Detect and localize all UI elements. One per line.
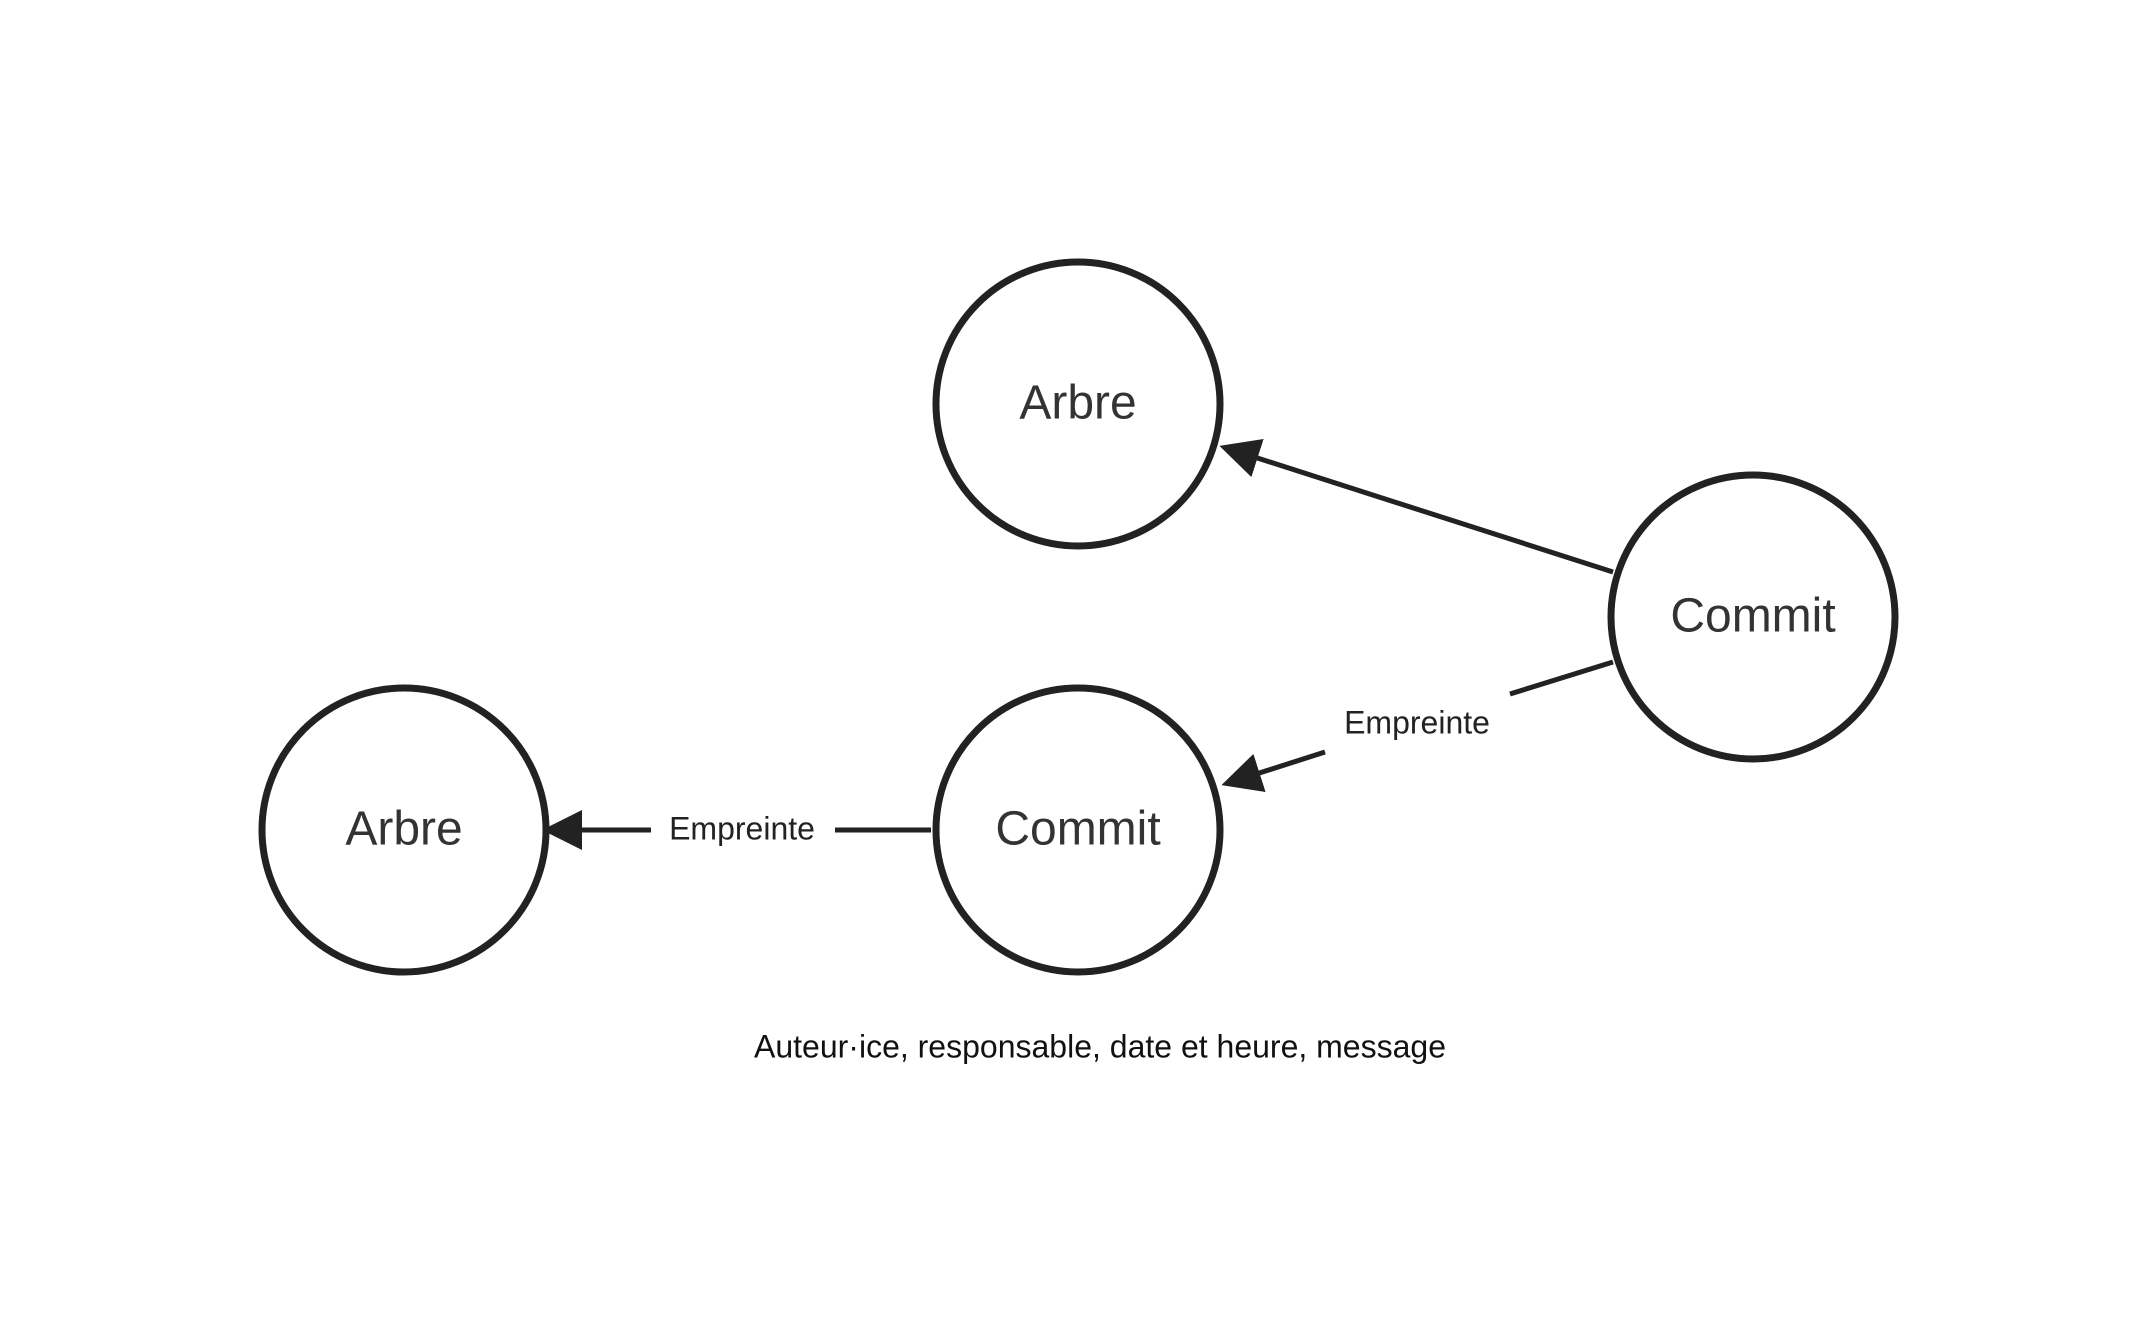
node-commit-middle-circle — [932, 684, 1224, 976]
node-commit-right-label: Commit — [1670, 590, 1835, 643]
node-commit-right: Commit — [1607, 471, 1899, 763]
node-commit-middle: Commit — [932, 684, 1224, 976]
node-commit-middle-label: Commit — [995, 803, 1160, 856]
edge-commit-right-to-commit-middle-segment-b — [1221, 749, 1326, 793]
edge-label-commit-right-to-commit-middle: Empreinte — [1344, 704, 1490, 740]
node-tree-left: Arbre — [258, 684, 550, 976]
node-commit-right-circle — [1607, 471, 1899, 763]
node-tree-top: Arbre — [932, 258, 1224, 550]
node-tree-left-label: Arbre — [345, 803, 462, 856]
edge-commit-right-to-commit-middle-segment-a — [1509, 659, 1614, 697]
diagram-caption: Auteur·ice, responsable, date et heure, … — [754, 1028, 1446, 1064]
node-tree-top-label: Arbre — [1019, 377, 1136, 430]
edge-label-commit-middle-to-tree-left: Empreinte — [669, 810, 815, 846]
node-tree-top-circle — [932, 258, 1224, 550]
node-tree-left-circle — [258, 684, 550, 976]
edge-commit-right-to-tree-top — [1219, 439, 1614, 575]
